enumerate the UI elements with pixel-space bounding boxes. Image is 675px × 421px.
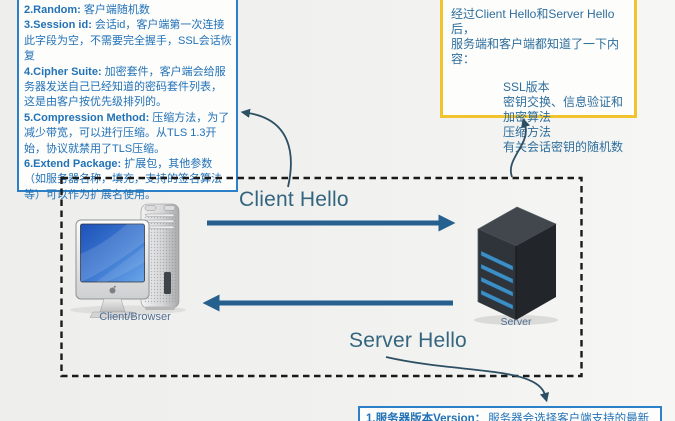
server-icon <box>474 206 558 325</box>
detail-item: 4.Cipher Suite:加密套件，客户端会给服务器发送自己已经知道的密码套… <box>24 65 226 109</box>
detail-item: 5.Compression Method:压缩方法，为了减少带宽，可以进行压缩。… <box>24 111 230 155</box>
client-caption: Client/Browser <box>99 311 171 323</box>
client-computer-icon <box>70 203 186 318</box>
summary-list-item: 有关会话密钥的随机数 <box>503 140 624 154</box>
detail-item: 6.Extend Package:扩展包，其他参数（如服务器名称，填充，支持的签… <box>24 158 222 201</box>
summary-list: SSL版本 密钥交换、信息验证和加密算法 压缩方法 有关会话密钥的随机数 <box>503 80 628 155</box>
server-caption: Server <box>500 316 532 328</box>
detail-item: 3.Session id:会话id，客户端第一次连接此字段为空，不需要完全握手，… <box>24 19 232 63</box>
server-hello-details-box: 1.服务器版本Version：服务器会选择客户端支持的最新版本 <box>358 406 662 421</box>
server-hello-detail-arrow <box>385 356 550 403</box>
client-hello-label: Client Hello <box>239 188 349 211</box>
summary-intro: 经过Client Hello和Server Hello后， 服务端和客户端都知道… <box>451 7 620 66</box>
summary-list-item: 密钥交换、信息验证和加密算法 <box>503 95 624 124</box>
after-hello-summary-box: 经过Client Hello和Server Hello后， 服务端和客户端都知道… <box>440 0 637 154</box>
client-hello-details-box: 2.Random:客户端随机数 3.Session id:会话id，客户端第一次… <box>17 0 238 201</box>
detail-item: 2.Random:客户端随机数 <box>24 4 150 16</box>
summary-list-item: SSL版本 <box>503 80 550 94</box>
server-hello-label: Server Hello <box>349 329 467 352</box>
summary-list-item: 压缩方法 <box>503 125 552 139</box>
client-hello-detail-arrow <box>240 108 292 188</box>
